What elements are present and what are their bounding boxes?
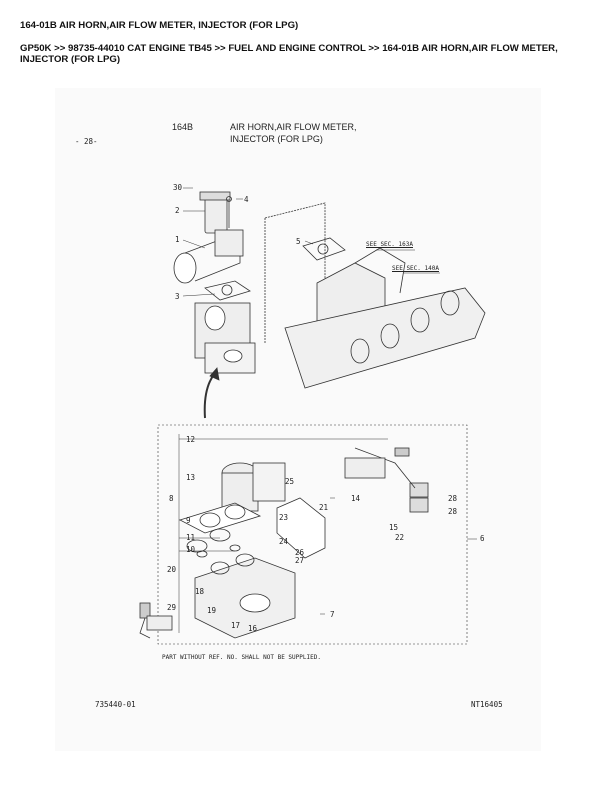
callout-19: 19: [207, 606, 217, 615]
callout-14: 14: [351, 494, 361, 503]
page-number: - 28-: [75, 137, 98, 146]
injector-body: [194, 553, 296, 639]
injectors: [221, 462, 286, 512]
gasket-upper: [204, 280, 251, 301]
throttle-body-upper: [194, 302, 256, 374]
callout-23: 23: [279, 513, 289, 522]
page-title: 164-01B AIR HORN,AIR FLOW METER, INJECTO…: [20, 20, 299, 31]
callout-17: 17: [231, 621, 241, 630]
callout-1: 1: [175, 235, 180, 244]
callout-27: 27: [295, 556, 305, 565]
callout-30: 30: [173, 183, 183, 192]
exploded-view-drawing: [139, 187, 486, 645]
callout-8: 8: [169, 494, 174, 503]
callout-3: 3: [175, 292, 180, 301]
callout-16: 16: [248, 624, 258, 633]
air-horn: [173, 229, 244, 284]
arrow: [203, 372, 216, 419]
callout-11: 11: [186, 533, 196, 542]
callout-6: 6: [480, 534, 485, 543]
connectors: [344, 447, 429, 513]
diagram-title-line2: INJECTOR (FOR LPG): [230, 134, 323, 144]
air-flow-meter: [199, 191, 231, 234]
callout-15: 15: [389, 523, 399, 532]
callout-18: 18: [195, 587, 205, 596]
callout-13: 13: [186, 473, 196, 482]
callout-25: 25: [285, 477, 295, 486]
see-sec-163a: SEE SEC. 163A: [366, 241, 413, 248]
gasket-5: [302, 237, 346, 261]
seals: [186, 528, 241, 558]
callout-21: 21: [319, 503, 329, 512]
callout-7: 7: [330, 610, 335, 619]
breadcrumb: GP50K >> 98735-44010 CAT ENGINE TB45 >> …: [20, 43, 558, 65]
bolt: [226, 196, 232, 228]
callout-4: 4: [244, 195, 249, 204]
callout-28a: 28: [448, 494, 458, 503]
section-number: 164B: [172, 122, 194, 132]
callout-29: 29: [167, 603, 177, 612]
callout-12: 12: [186, 435, 196, 444]
callout-24: 24: [279, 537, 289, 546]
callout-20: 20: [167, 565, 177, 574]
bracket: [276, 497, 326, 559]
supply-note: PART WITHOUT REF. NO. SHALL NOT BE SUPPL…: [162, 654, 321, 661]
callout-28b: 28: [448, 507, 458, 516]
callout-9: 9: [186, 516, 191, 525]
callout-22: 22: [395, 533, 405, 542]
callout-5: 5: [296, 237, 301, 246]
callout-2: 2: [175, 206, 180, 215]
callout-10: 10: [186, 545, 196, 554]
diagram-title-line1: AIR HORN,AIR FLOW METER,: [230, 122, 357, 132]
sensor: [139, 602, 173, 639]
callout-26: 26: [295, 548, 305, 557]
gasket-9: [178, 502, 262, 534]
intake-manifold: [284, 287, 486, 389]
see-sec-140a: SEE SEC. 140A: [392, 265, 439, 272]
reference-code: NT16405: [471, 700, 503, 709]
drawing-number: 735440-01: [95, 700, 136, 709]
parts-diagram: 164B AIR HORN,AIR FLOW METER, INJECTOR (…: [55, 88, 541, 751]
